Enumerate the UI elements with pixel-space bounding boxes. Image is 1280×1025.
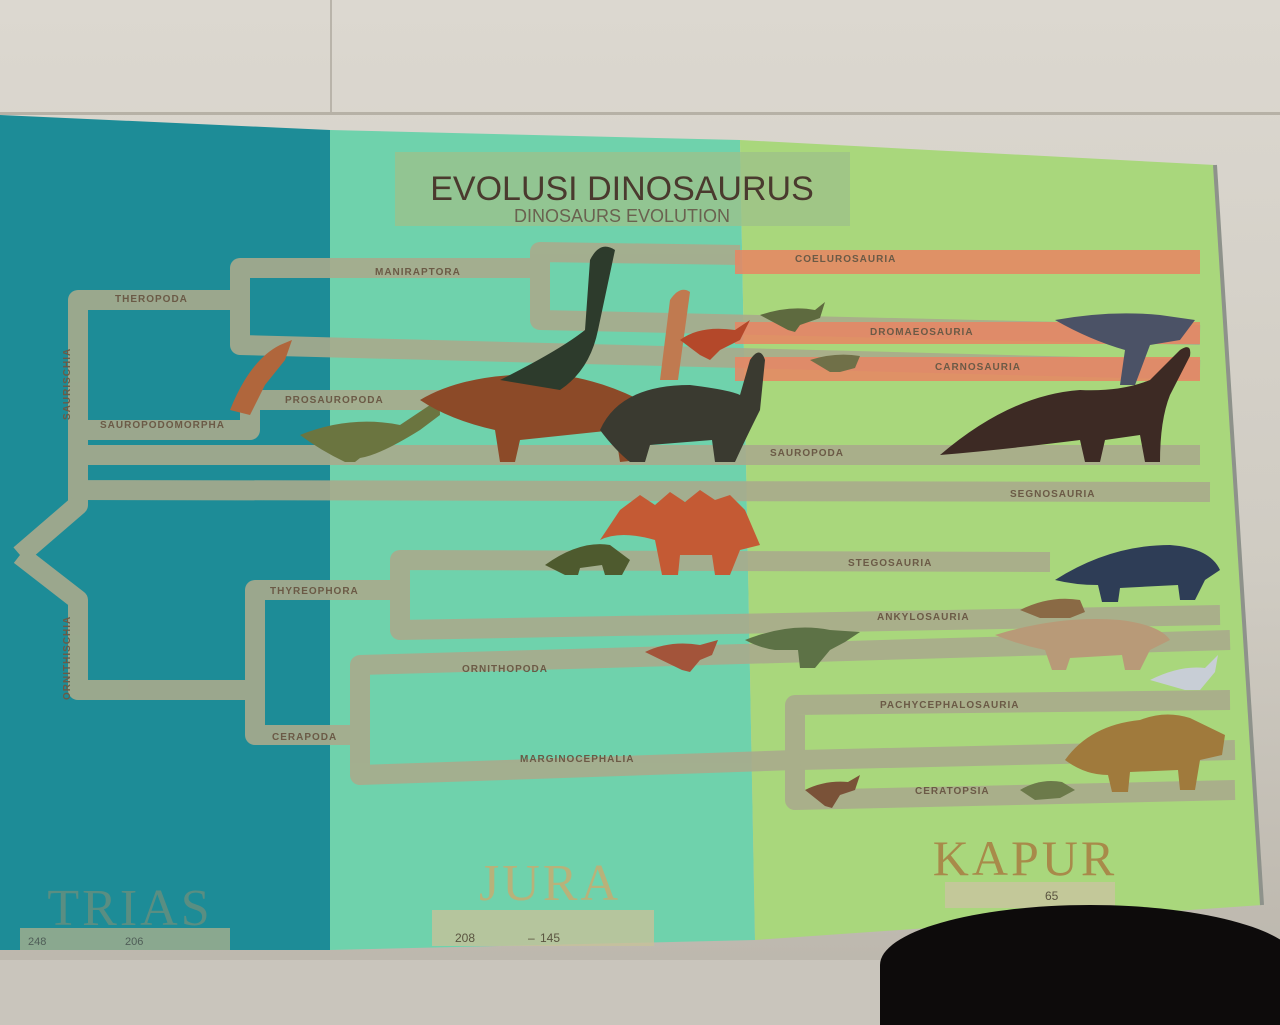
iguanodon-silhouette	[745, 627, 860, 668]
titanosaur-silhouette	[940, 347, 1191, 462]
jura-range-end: 145	[540, 931, 560, 945]
label-cerapoda: CERAPODA	[272, 732, 337, 743]
nodosaur-silhouette	[1020, 598, 1085, 618]
label-carnosauria: CARNOSAURIA	[935, 362, 1021, 373]
label-dromaeosauria: DROMAEOSAURIA	[870, 327, 974, 338]
label-sauropodomorpha: SAUROPODOMORPHA	[100, 420, 225, 431]
prosauropod-silhouette	[300, 403, 440, 462]
triceratops-silhouette	[1065, 714, 1225, 792]
trias-range-box	[20, 928, 230, 950]
trias-range-end: 206	[125, 936, 143, 948]
wall-line	[0, 112, 1280, 115]
label-segnosauria: SEGNOSAURIA	[1010, 489, 1095, 500]
coelurosauria-band	[735, 250, 1200, 274]
jura-panel	[330, 130, 755, 950]
poster-title: EVOLUSI DINOSAURUS	[430, 170, 814, 208]
period-name-jura: JURA	[479, 855, 621, 912]
trias-range-start: 248	[28, 936, 46, 948]
label-ceratopsia: CERATOPSIA	[915, 786, 990, 797]
kapur-range-end: 65	[1045, 889, 1059, 903]
protoceratops-silhouette	[1020, 781, 1075, 800]
jura-range-box	[432, 910, 654, 946]
label-pachycephalosauria: PACHYCEPHALOSAURIA	[880, 700, 1020, 711]
label-theropoda: THEROPODA	[115, 294, 188, 305]
poster-frame-edge	[1213, 164, 1264, 906]
wall-seam	[330, 0, 332, 115]
tyrannosaurus-silhouette	[1055, 313, 1195, 385]
stegosaurus-silhouette	[600, 490, 760, 575]
label-ornithopoda: ORNITHOPODA	[462, 664, 548, 675]
plateosaurus-silhouette	[230, 340, 292, 415]
viewer-head-silhouette	[880, 905, 1280, 1025]
period-name-trias: TRIAS	[47, 880, 212, 937]
label-maniraptora: MANIRAPTORA	[375, 267, 461, 278]
label-sauropoda: SAUROPODA	[770, 448, 844, 459]
long-neck-silhouette	[660, 289, 690, 380]
label-ankylosauria: ANKYLOSAURIA	[877, 612, 970, 623]
diplodocus-silhouette	[600, 352, 765, 462]
poster-subtitle: DINOSAURS EVOLUTION	[514, 206, 730, 226]
jura-range-dash: –	[528, 931, 535, 945]
label-saurischia: SAURISCHIA	[62, 348, 73, 420]
label-marginocephalia: MARGINOCEPHALIA	[520, 754, 634, 765]
jura-range-start: 208	[455, 931, 475, 945]
dinosaur-illustrations	[230, 246, 1225, 808]
brachiosaur-body-silhouette	[420, 374, 640, 462]
kapur-range-box	[945, 882, 1115, 908]
title-box	[395, 152, 850, 226]
ankylosaurus-silhouette	[1055, 545, 1220, 602]
poster-canvas: EVOLUSI DINOSAURUS DINOSAURS EVOLUTION S…	[0, 115, 1264, 950]
label-coelurosauria: COELUROSAURIA	[795, 254, 896, 265]
hadrosaur-silhouette	[995, 619, 1170, 670]
psittacosaur-silhouette	[805, 775, 860, 808]
label-thyreophora: THYREOPHORA	[270, 586, 359, 597]
carnosaur-small-silhouette	[810, 354, 860, 372]
allosaurus-silhouette	[680, 320, 750, 360]
pachycephalosaur-silhouette	[1150, 655, 1218, 690]
period-name-kapur: KAPUR	[933, 830, 1117, 886]
small-theropod-silhouette	[760, 302, 825, 332]
brachiosaur-neck-silhouette	[500, 246, 615, 390]
label-prosauropoda: PROSAUROPODA	[285, 395, 384, 406]
label-ornithischia: ORNITHISCHIA	[62, 616, 73, 700]
evolution-poster: EVOLUSI DINOSAURUS DINOSAURS EVOLUTION S…	[0, 115, 1264, 950]
small-ornithopod-silhouette	[645, 640, 718, 672]
label-stegosauria: STEGOSAURIA	[848, 558, 932, 569]
small-stegosaur-silhouette	[545, 544, 630, 575]
